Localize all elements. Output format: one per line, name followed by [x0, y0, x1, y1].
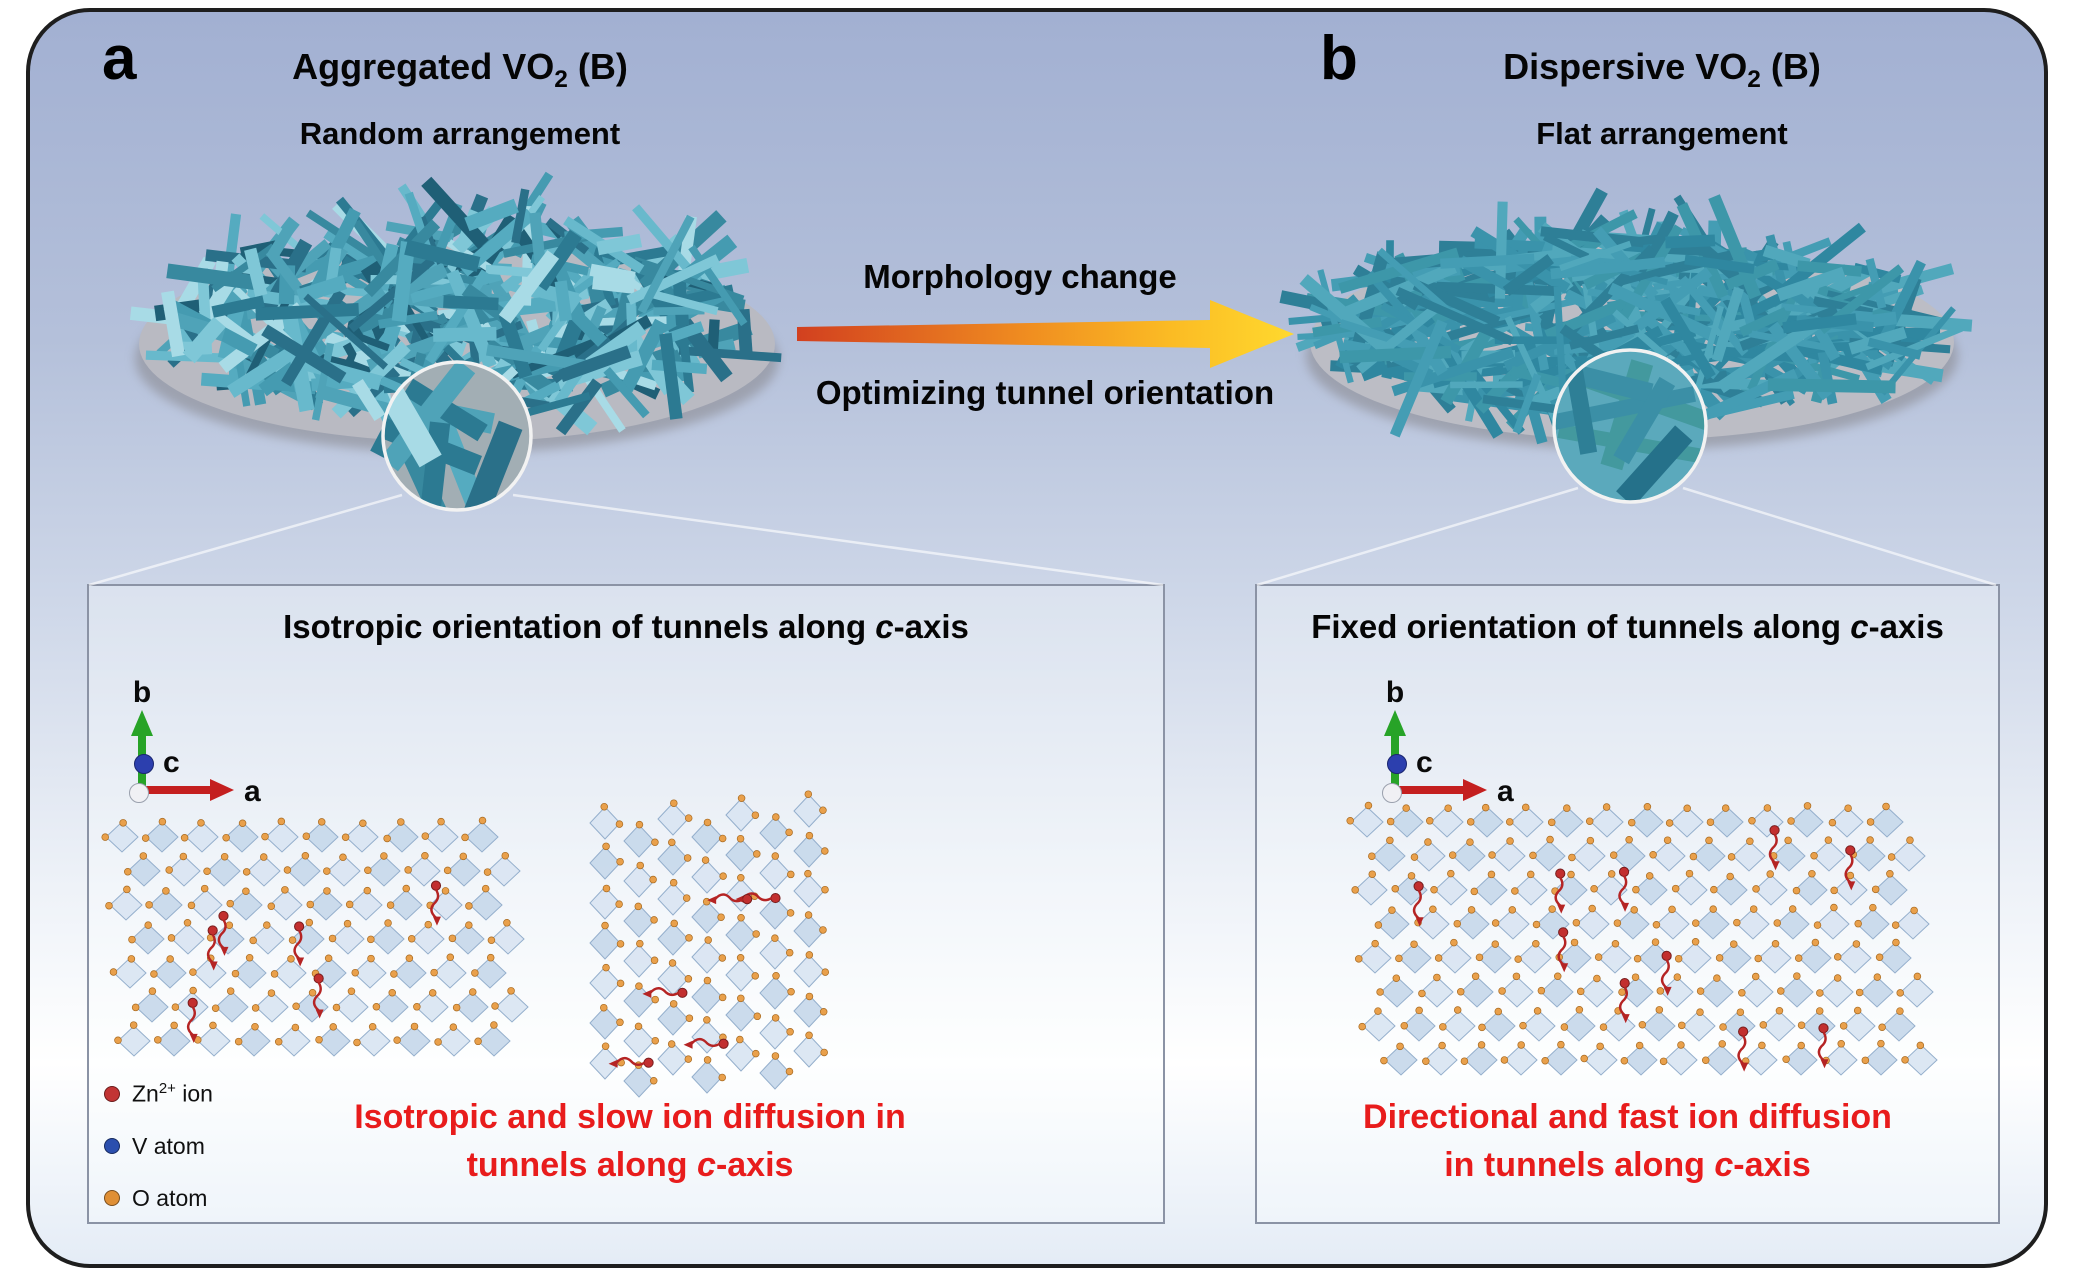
panel-b-subtitle: Flat arrangement	[1536, 116, 1788, 151]
nanorods-random	[129, 171, 782, 458]
panel-b-title: Dispersive VO2 (B)	[1503, 46, 1821, 94]
detail-panel-a	[87, 584, 1165, 1224]
detail-a-caption: Isotropic and slow ion diffusion in tunn…	[260, 1094, 1000, 1189]
legend-label-zn: Zn2+ ion	[132, 1080, 213, 1107]
disc-a	[129, 171, 782, 458]
detail-b-caption-line2: in tunnels along c-axis	[1444, 1145, 1811, 1184]
legend-item-v: V atom	[104, 1120, 213, 1172]
panel-a-subtitle: Random arrangement	[299, 116, 621, 151]
v-atom-icon	[104, 1138, 120, 1154]
detail-a-caption-line2: tunnels along c-axis	[466, 1145, 794, 1184]
legend-item-zn: Zn2+ ion	[104, 1068, 213, 1120]
panel-a-label: a	[102, 24, 137, 93]
legend-item-o: O atom	[104, 1172, 213, 1224]
detail-a-title: Isotropic orientation of tunnels along c…	[283, 608, 969, 645]
magnifier-a	[381, 360, 533, 512]
zoom-cone-a	[88, 493, 1164, 587]
optimizing-tunnel-label: Optimizing tunnel orientation	[815, 374, 1275, 411]
o-atom-icon	[104, 1190, 120, 1206]
morphology-arrow	[797, 300, 1294, 368]
magnifier-b	[1552, 348, 1708, 504]
disc-b	[1279, 187, 1973, 463]
detail-a-caption-line1: Isotropic and slow ion diffusion in	[354, 1098, 906, 1136]
detail-b-caption: Directional and fast ion diffusion in tu…	[1275, 1094, 1980, 1189]
detail-b-title: Fixed orientation of tunnels along c-axi…	[1311, 608, 1944, 645]
detail-b-caption-line1: Directional and fast ion diffusion	[1363, 1098, 1892, 1136]
legend-label-o: O atom	[132, 1184, 208, 1211]
figure-panel: b c a b c a a Aggregated VO2	[26, 8, 2048, 1268]
legend-label-v: V atom	[132, 1132, 205, 1159]
panel-a-title: Aggregated VO2 (B)	[292, 46, 628, 94]
legend: Zn2+ ion V atom O atom	[104, 1068, 213, 1224]
panel-b-label: b	[1320, 24, 1358, 93]
morphology-change-label: Morphology change	[863, 258, 1177, 295]
nanorods-flat	[1279, 187, 1973, 463]
zoom-cone-b	[1256, 486, 1997, 587]
zn-ion-icon	[104, 1086, 120, 1102]
